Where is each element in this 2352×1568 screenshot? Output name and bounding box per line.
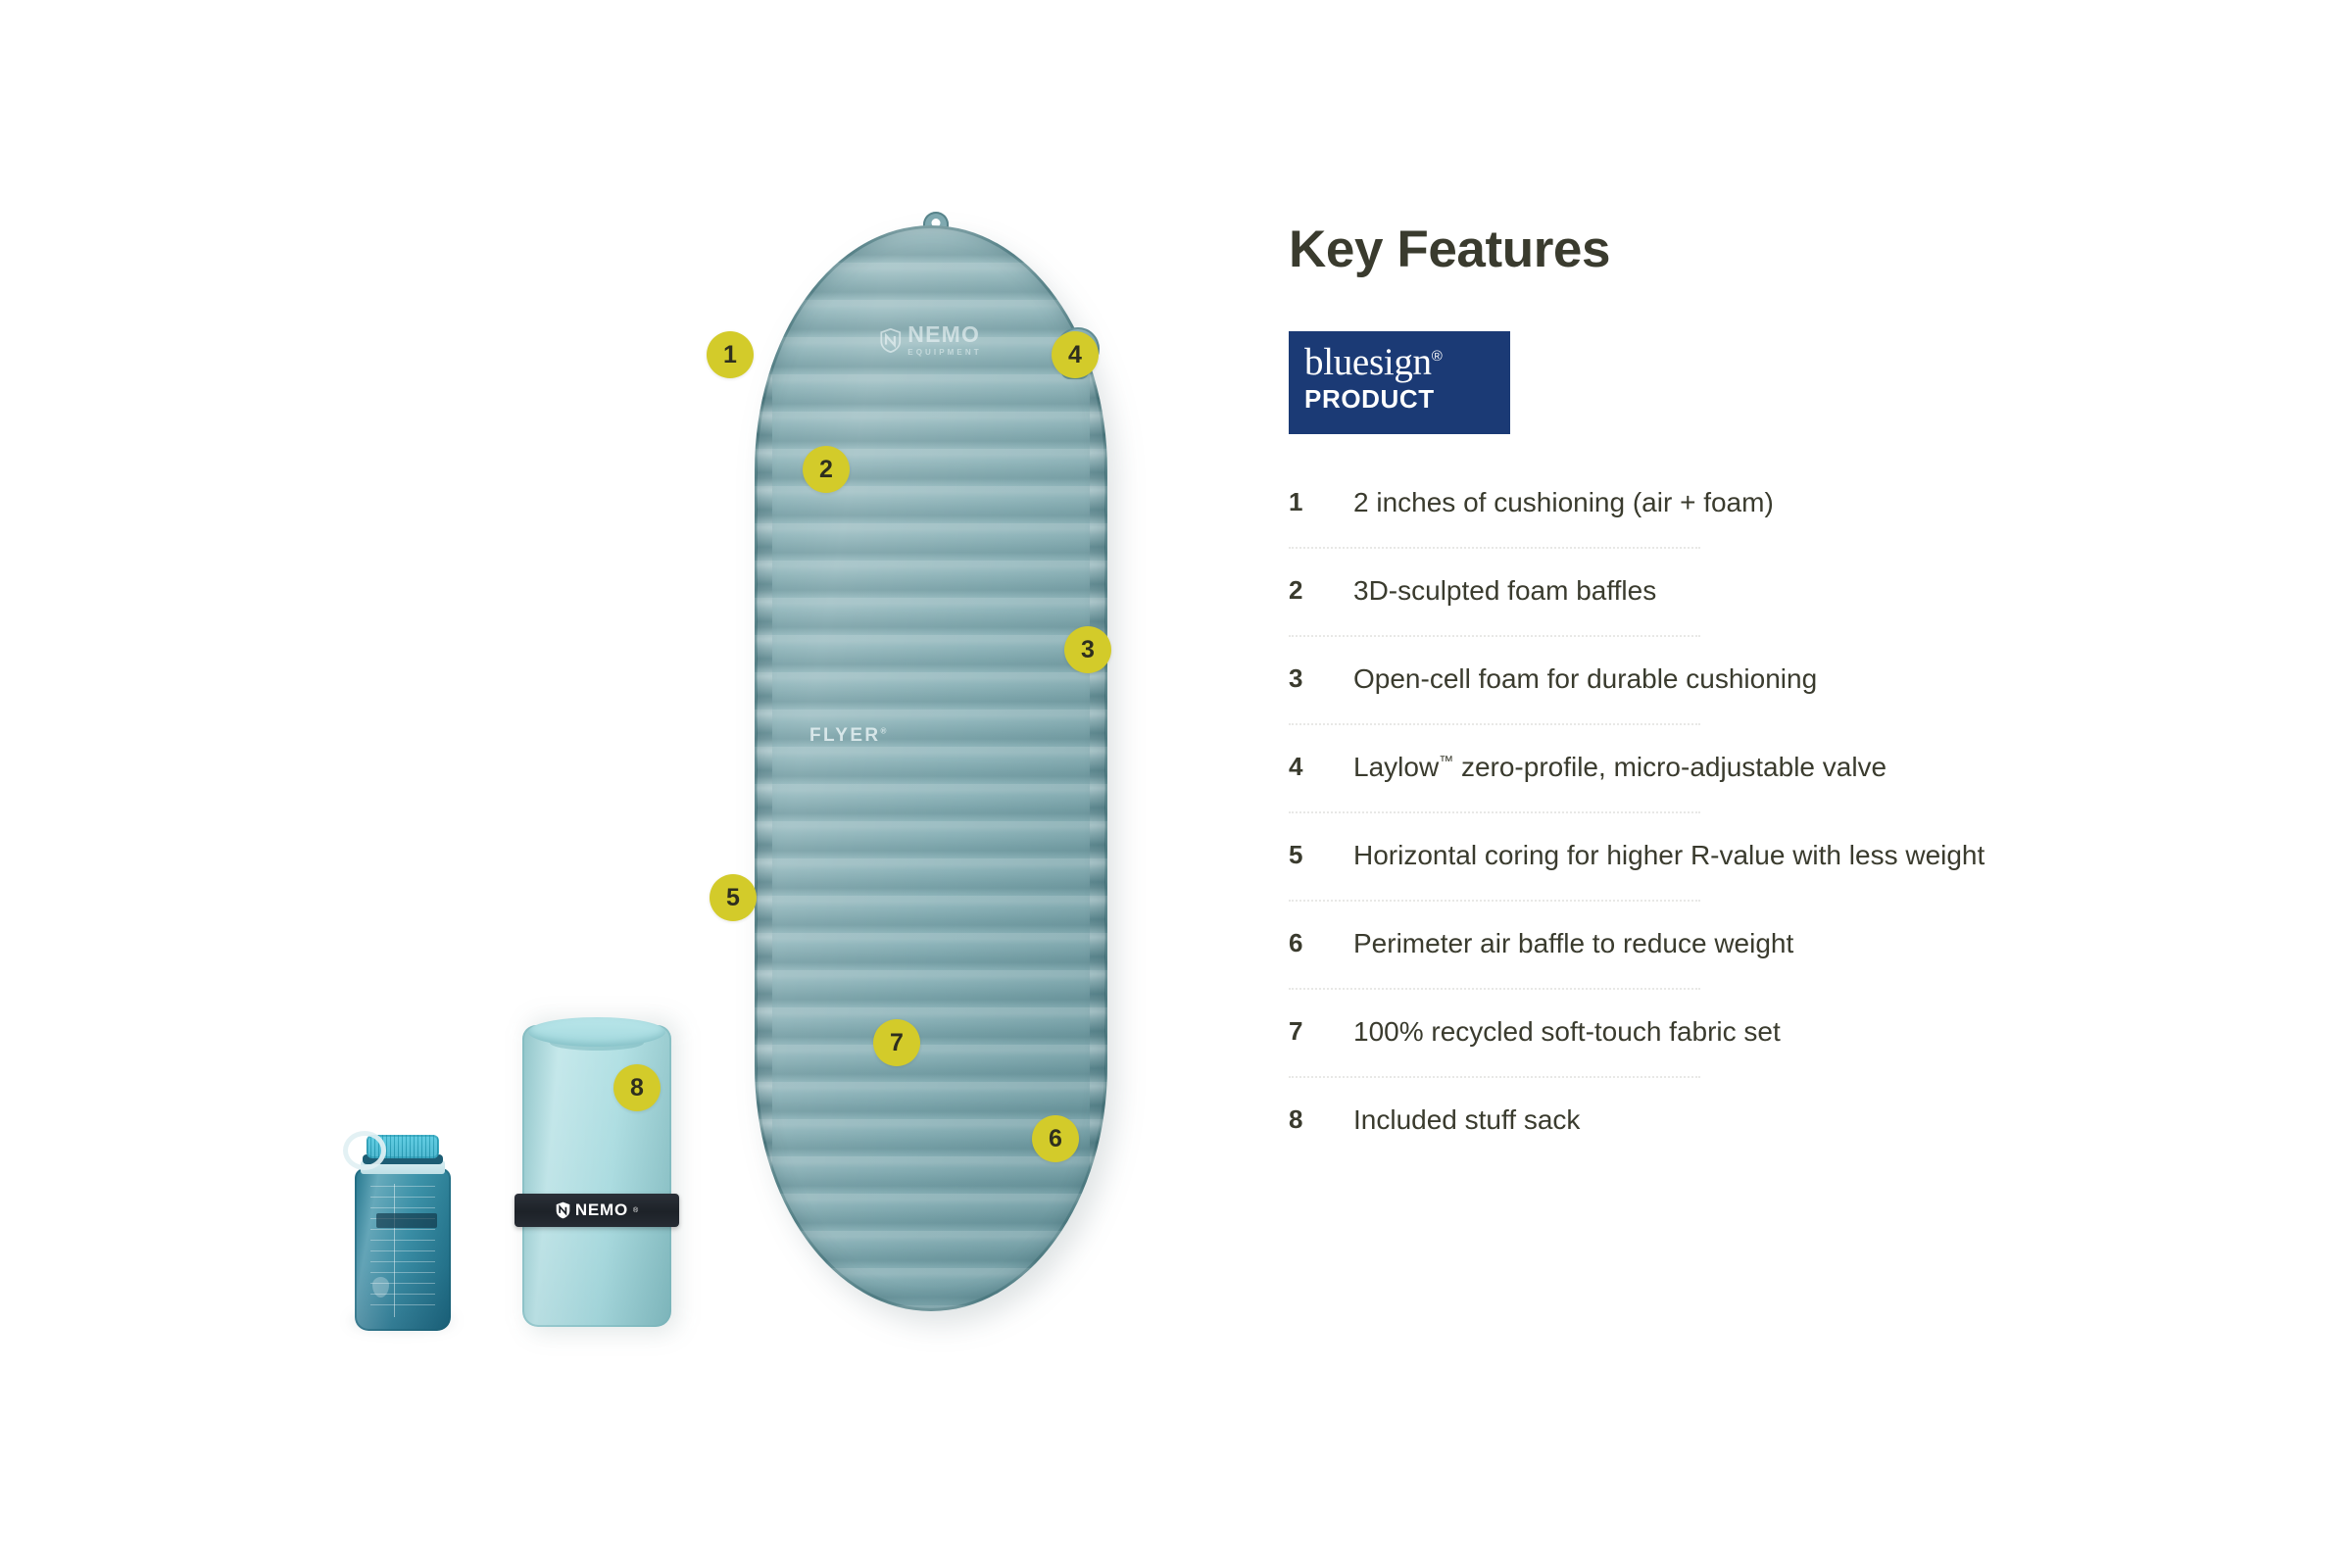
callout-badge-2[interactable]: 2 (803, 446, 850, 493)
sack-strap: NEMO ® (514, 1194, 679, 1227)
sack-rolled-top (528, 1017, 665, 1047)
key-features-panel: Key Features bluesign® PRODUCT 1 2 inches… (1289, 0, 2269, 1568)
feature-number: 3 (1289, 662, 1303, 693)
feature-row: 4 Laylow™ zero-profile, micro-adjustable … (1289, 725, 2112, 811)
page-title: Key Features (1289, 220, 1611, 278)
bottle-graduation-marks (370, 1186, 435, 1313)
bottle-scale-line (394, 1184, 395, 1317)
feature-text: Included stuff sack (1353, 1103, 1581, 1135)
callout-badge-4[interactable]: 4 (1052, 331, 1099, 378)
feature-number: 2 (1289, 574, 1303, 605)
feature-list: 1 2 inches of cushioning (air + foam) 2 3D-… (1289, 461, 2112, 1164)
strap-nemo-logo: NEMO ® (556, 1200, 638, 1220)
feature-text: Horizontal coring for higher R-value wit… (1353, 839, 1985, 870)
callout-badge-8[interactable]: 8 (613, 1064, 661, 1111)
feature-separator (1289, 987, 1700, 990)
bluesign-wordmark: bluesign® (1304, 341, 1443, 383)
feature-number: 1 (1289, 487, 1303, 516)
product-image-area: NEMO EQUIPMENT FLYER® (0, 0, 1264, 1568)
stuff-sack: NEMO ® (514, 1009, 679, 1333)
feature-number: 8 (1289, 1103, 1303, 1134)
bluesign-registered-mark: ® (1431, 348, 1443, 365)
feature-number: 4 (1289, 751, 1303, 781)
callout-badge-1[interactable]: 1 (707, 331, 754, 378)
feature-text: 3D-sculpted foam baffles (1353, 574, 1657, 606)
pad-perimeter-baffle-right (1090, 267, 1105, 1270)
bluesign-product-badge: bluesign® PRODUCT (1289, 331, 1510, 434)
feature-text: Perimeter air baffle to reduce weight (1353, 927, 1794, 958)
feature-number: 5 (1289, 839, 1303, 869)
feature-row: 2 3D-sculpted foam baffles (1289, 549, 2112, 635)
bluesign-subtitle: PRODUCT (1304, 384, 1435, 414)
pad-model-name: FLYER® (809, 725, 886, 747)
callout-badge-5[interactable]: 5 (710, 874, 757, 921)
pad-nemo-logo: NEMO EQUIPMENT (880, 323, 981, 357)
feature-row: 5 Horizontal coring for higher R-value wi… (1289, 813, 2112, 900)
feature-row: 7 100% recycled soft-touch fabric set (1289, 990, 2112, 1076)
feature-separator (1289, 634, 1700, 637)
pad-brand-sub: EQUIPMENT (907, 348, 982, 357)
feature-text: 2 inches of cushioning (air + foam) (1353, 487, 1774, 517)
callout-badge-7[interactable]: 7 (873, 1019, 920, 1066)
nemo-shield-icon-strap (556, 1201, 570, 1219)
pad-perimeter-baffle-left (757, 267, 772, 1270)
water-bottle-scale-reference (343, 1127, 470, 1333)
bottle-tether-loop (343, 1131, 386, 1170)
callout-badge-6[interactable]: 6 (1032, 1115, 1079, 1162)
feature-row: 1 2 inches of cushioning (air + foam) (1289, 461, 2112, 547)
callout-badge-3[interactable]: 3 (1064, 626, 1111, 673)
feature-row: 8 Included stuff sack (1289, 1078, 2112, 1164)
feature-text: Open-cell foam for durable cushioning (1353, 662, 1818, 694)
feature-separator (1289, 546, 1700, 549)
pad-model-text: FLYER (809, 725, 881, 746)
feature-separator (1289, 1075, 1700, 1078)
feature-text: 100% recycled soft-touch fabric set (1353, 1015, 1781, 1047)
nemo-shield-icon (880, 327, 902, 353)
bottle-collar-ring (363, 1154, 443, 1164)
feature-number: 6 (1289, 927, 1303, 957)
sleeping-pad: NEMO EQUIPMENT FLYER® (755, 212, 1117, 1325)
feature-separator (1289, 899, 1700, 902)
pad-brand-name: NEMO (907, 321, 981, 347)
feature-number: 7 (1289, 1015, 1303, 1046)
feature-row: 6 Perimeter air baffle to reduce weight (1289, 902, 2112, 988)
trademark-mark: ™ (1439, 753, 1454, 770)
bluesign-name: bluesign (1304, 341, 1432, 383)
pad-body: NEMO EQUIPMENT FLYER® (755, 225, 1107, 1311)
strap-brand-mark: ® (633, 1206, 639, 1214)
strap-brand-name: NEMO (574, 1200, 629, 1219)
feature-row: 3 Open-cell foam for durable cushioning (1289, 637, 2112, 723)
bottle-body (355, 1168, 451, 1331)
feature-separator (1289, 722, 1700, 725)
feature-separator (1289, 810, 1700, 813)
bottle-label (376, 1213, 437, 1228)
feature-text: Laylow™ zero-profile, micro-adjustable v… (1353, 751, 1887, 782)
pad-model-mark: ® (880, 726, 887, 736)
